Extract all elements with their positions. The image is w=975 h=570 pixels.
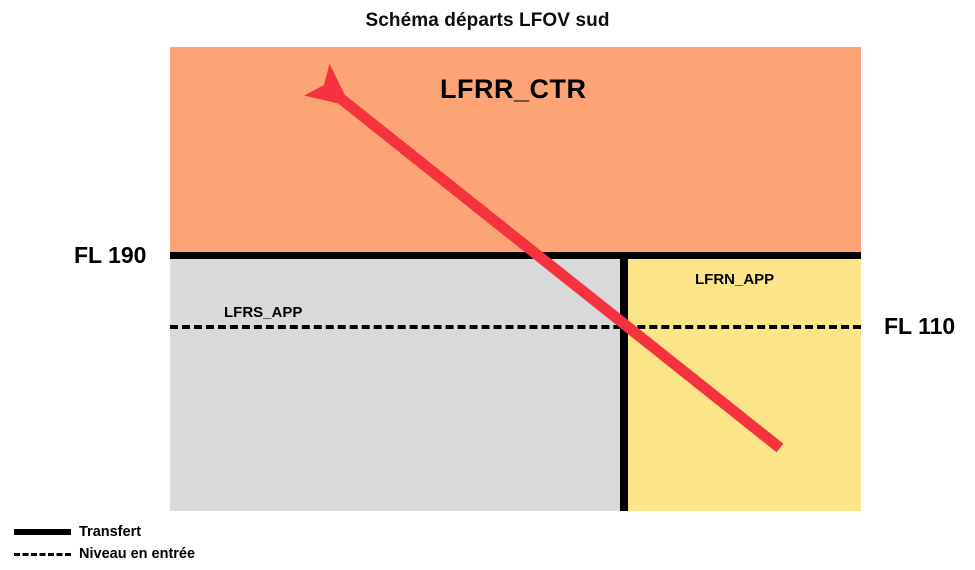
flight-level-110-label: FL 110 xyxy=(884,313,956,339)
transfer-line-vertical xyxy=(620,255,628,511)
label-lfrn-app: LFRN_APP xyxy=(695,271,775,288)
legend-item-transfert: Transfert xyxy=(14,521,334,543)
page-title: Schéma départs LFOV sud xyxy=(365,10,610,31)
flight-level-190-label: FL 190 xyxy=(74,242,147,268)
legend: Transfert Niveau en entrée xyxy=(14,521,334,565)
label-lfrr-ctr: LFRR_CTR xyxy=(440,74,587,104)
solid-line-icon xyxy=(14,529,71,535)
region-lfrn-app xyxy=(628,259,861,511)
legend-label-niveau-en-entree: Niveau en entrée xyxy=(79,546,196,562)
region-lfrs-app xyxy=(170,259,620,511)
label-lfrs-app: LFRS_APP xyxy=(224,304,303,321)
legend-item-niveau-en-entree: Niveau en entrée xyxy=(14,543,334,565)
entry-level-dashed-line xyxy=(170,325,861,329)
dashed-line-icon xyxy=(14,552,71,556)
transfer-line-horizontal xyxy=(170,252,861,259)
legend-label-transfert: Transfert xyxy=(79,524,142,540)
